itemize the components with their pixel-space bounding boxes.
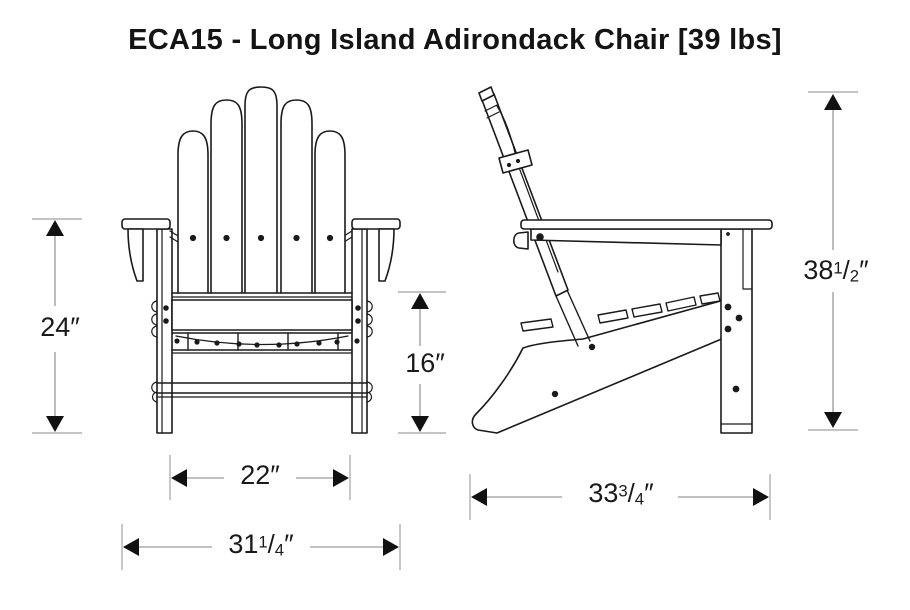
dim-seat-width: 22″ <box>240 459 280 490</box>
dim-value: 31 <box>228 528 259 559</box>
dim-value: 16 <box>405 347 436 378</box>
dim-overall-height: 381/2″ <box>803 254 869 286</box>
side-screws <box>536 232 743 393</box>
side-back-slat <box>478 86 569 297</box>
side-tabs <box>151 300 373 403</box>
front-apron <box>171 292 353 331</box>
front-stretcher <box>156 382 368 398</box>
bracket-screws <box>506 158 521 168</box>
dim-value: 24 <box>40 311 71 342</box>
dim-unit: ″ <box>435 347 445 378</box>
stringer-screws <box>551 343 596 398</box>
page-title: ECA15 - Long Island Adirondack Chair [39… <box>128 24 782 56</box>
dim-arm-height: 24″ <box>40 311 80 342</box>
dim-seat-height: 16″ <box>405 347 445 378</box>
side-seat-slats <box>520 292 721 332</box>
dim-overall-depth: 333/4″ <box>588 477 654 509</box>
side-view <box>471 86 773 434</box>
dim-unit: ″ <box>284 528 294 559</box>
dim-unit: ″ <box>644 477 654 508</box>
dimension-lines <box>54 110 834 548</box>
dim-value: 22 <box>240 459 271 490</box>
extension-lines <box>32 91 858 570</box>
back-bracket <box>498 149 533 174</box>
front-view <box>121 86 401 434</box>
dim-unit: ″ <box>70 311 80 342</box>
back-screws <box>189 234 334 242</box>
dim-value: 38 <box>803 254 834 285</box>
back-slats <box>177 86 346 294</box>
dimension-arrows <box>46 94 842 556</box>
dim-overall-width: 311/4″ <box>228 528 294 560</box>
seat-screws <box>174 338 360 348</box>
back-lower <box>555 289 591 347</box>
side-armrest <box>512 219 773 250</box>
seat-stringer <box>471 299 725 434</box>
dim-unit: ″ <box>859 254 869 285</box>
dim-value: 33 <box>588 477 619 508</box>
dim-unit: ″ <box>270 459 280 490</box>
apron-screws <box>163 305 361 324</box>
